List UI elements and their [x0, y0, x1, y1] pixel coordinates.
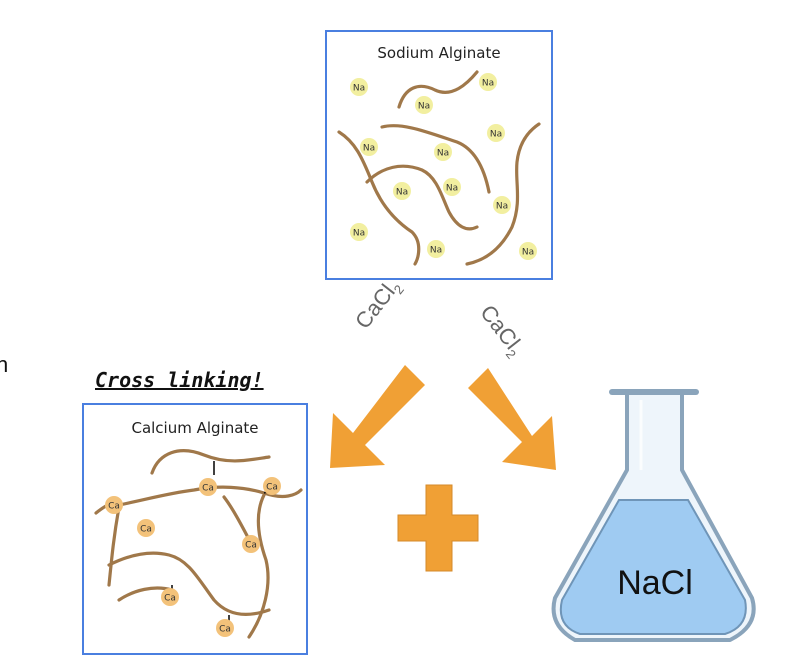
- sodium-ion: Na: [487, 124, 505, 142]
- calcium-ion: Ca: [242, 535, 260, 553]
- sodium-ion-circle: [350, 223, 368, 241]
- sodium-ion-label: Na: [363, 144, 375, 154]
- calcium-ion-circle: [199, 478, 217, 496]
- sodium-ion-circle: [443, 178, 461, 196]
- sodium-ion-circle: [427, 240, 445, 258]
- sodium-alginate-illustration: [337, 70, 541, 266]
- flask-liquid: [559, 499, 747, 635]
- calcium-alginate-illustration: [94, 449, 303, 639]
- calcium-alginate-panel: Calcium Alginate: [82, 403, 308, 655]
- sodium-ion: Na: [519, 242, 537, 260]
- alginate-chain: [107, 551, 271, 616]
- calcium-ion-label: Ca: [266, 483, 278, 493]
- alginate-chain: [397, 70, 479, 109]
- alginate-chain: [247, 493, 270, 639]
- erlenmeyer-flask-icon: [551, 389, 756, 642]
- sodium-ion-circle: [393, 182, 411, 200]
- reaction-arrow-left: [330, 365, 425, 468]
- sodium-ion-circle: [434, 143, 452, 161]
- sodium-ion-label: Na: [522, 248, 534, 258]
- sodium-ion-circle: [487, 124, 505, 142]
- sodium-ion: Na: [350, 223, 368, 241]
- calcium-ion-label: Ca: [245, 541, 257, 551]
- alginate-chain: [380, 124, 491, 194]
- sodium-ion: Na: [479, 73, 497, 91]
- calcium-ion: Ca: [105, 496, 123, 514]
- sodium-ion-label: Na: [490, 130, 502, 140]
- sodium-ion-circle: [479, 73, 497, 91]
- sodium-ion-circle: [493, 196, 511, 214]
- calcium-ion-circle: [161, 588, 179, 606]
- alginate-chain: [150, 449, 271, 475]
- calcium-ion-circle: [263, 477, 281, 495]
- calcium-ion-circle: [242, 535, 260, 553]
- sodium-ion-label: Na: [430, 246, 442, 256]
- calcium-ion-label: Ca: [202, 484, 214, 494]
- calcium-ion-label: Ca: [108, 502, 120, 512]
- sodium-ion-label: Na: [446, 184, 458, 194]
- alginate-chain: [117, 485, 303, 507]
- sodium-ion: Na: [350, 78, 368, 96]
- sodium-ion: Na: [434, 143, 452, 161]
- calcium-ion: Ca: [161, 588, 179, 606]
- sodium-ion: Na: [360, 138, 378, 156]
- sodium-ion: Na: [393, 182, 411, 200]
- sodium-ion-label: Na: [353, 84, 365, 94]
- sodium-ion-circle: [350, 78, 368, 96]
- sodium-ion: Na: [443, 178, 461, 196]
- reaction-arrow-right: [468, 368, 556, 470]
- sodium-ion-label: Na: [437, 149, 449, 159]
- flask-label: NaCl: [617, 564, 693, 602]
- alginate-chain: [337, 130, 421, 266]
- sodium-ion-circle: [360, 138, 378, 156]
- sodium-ion-circle: [519, 242, 537, 260]
- calcium-ion-circle: [137, 519, 155, 537]
- sodium-ion: Na: [493, 196, 511, 214]
- calcium-ion: Ca: [263, 477, 281, 495]
- sodium-ion-circle: [415, 96, 433, 114]
- sodium-ion-label: Na: [353, 229, 365, 239]
- sodium-ion-label: Na: [418, 102, 430, 112]
- sodium-ion-label: Na: [482, 79, 494, 89]
- alginate-chain: [465, 122, 541, 266]
- sodium-ion-label: Na: [396, 188, 408, 198]
- sodium-ion-label: Na: [496, 202, 508, 212]
- calcium-ion: Ca: [216, 619, 234, 637]
- calcium-ion-circle: [105, 496, 123, 514]
- calcium-ion-label: Ca: [219, 625, 231, 635]
- calcium-alginate-title: Calcium Alginate: [131, 419, 259, 437]
- plus-icon: [397, 484, 479, 572]
- calcium-ion: Ca: [199, 478, 217, 496]
- alginate-chain: [365, 164, 479, 231]
- calcium-ion-label: Ca: [164, 594, 176, 604]
- sodium-ion: Na: [427, 240, 445, 258]
- cropped-text-fragment: n: [0, 352, 9, 377]
- calcium-ion-label: Ca: [140, 525, 152, 535]
- sodium-alginate-title: Sodium Alginate: [377, 44, 501, 62]
- calcium-ion-circle: [216, 619, 234, 637]
- cross-linking-annotation: Cross linking!: [95, 368, 264, 392]
- sodium-ion: Na: [415, 96, 433, 114]
- calcium-ion: Ca: [137, 519, 155, 537]
